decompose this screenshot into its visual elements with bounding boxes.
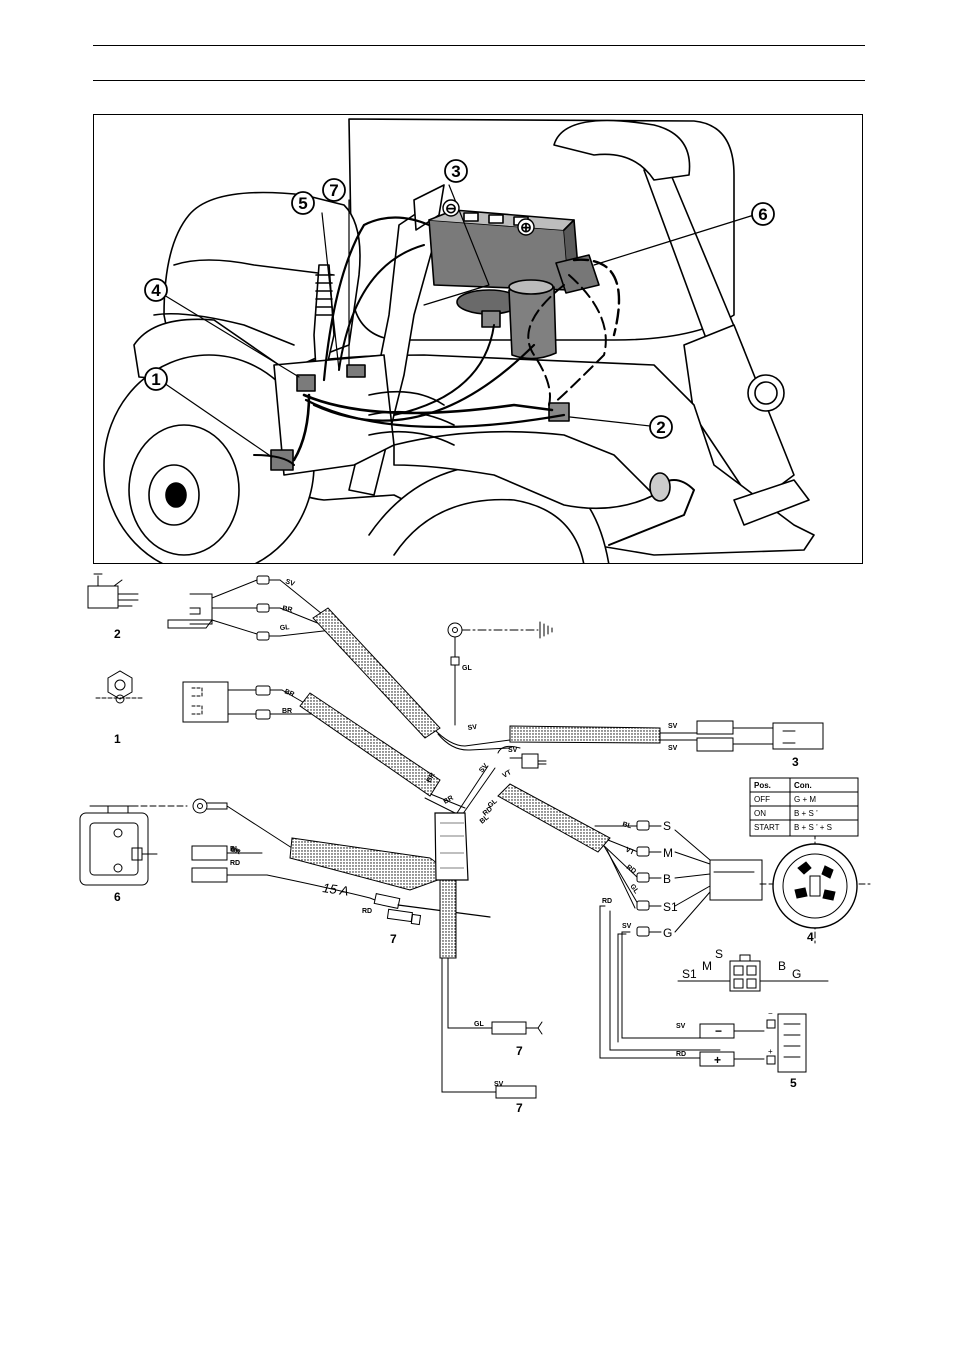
wire-label-vt-2: VT (624, 846, 636, 856)
wire-label-gl-1: GL (280, 624, 291, 632)
wiring-schematic: SV BR GL GL BR BR SV BR SV SV SV SV VT B… (70, 568, 890, 1128)
mower-illustration: ⊖ ⊕ 1 2 3 4 5 6 7 (93, 114, 863, 564)
connector-2 (548, 402, 570, 422)
wire-label-br-1: BR (282, 605, 293, 614)
wire-label-br-4: BR (426, 772, 437, 784)
wire-label-rd-4: RD (625, 864, 637, 876)
harness-sleeve-upper (312, 607, 441, 739)
wire-label-gl-3: GL (628, 883, 640, 896)
position-table (749, 777, 859, 837)
plug-terminal-s: S (715, 947, 723, 961)
table-cell-off-con: G + M (794, 795, 816, 804)
wire-label-br-3: BR (282, 708, 292, 715)
wire-label-bl-1: BL (479, 814, 491, 826)
battery (428, 219, 570, 291)
wire-label-rd-5: RD (602, 898, 612, 905)
wire-label-sv-6: SV (478, 762, 490, 774)
ignition-switch-component-4 (759, 832, 871, 944)
wire-label-sv-1: SV (284, 578, 295, 588)
component-number-7a: 7 (390, 932, 397, 946)
callout-2: 2 (656, 418, 665, 437)
callout-4: 4 (151, 281, 161, 300)
wire-label-bl-3: BL (621, 821, 633, 830)
battery-terminal-plus: + (714, 1053, 721, 1067)
header-rule-top (93, 45, 865, 46)
wire-label-sv-2: SV (467, 724, 478, 732)
wire-label-sv-3: SV (508, 747, 518, 754)
battery-component-5 (766, 1013, 807, 1073)
wire-label-sv-4: SV (668, 723, 678, 730)
callout-6: 6 (758, 205, 767, 224)
callout-3: 3 (451, 162, 460, 181)
wire-label-rd-2: RD (230, 860, 240, 867)
plug-terminal-b: B (778, 959, 786, 973)
wire-label-vt-1: VT (502, 769, 514, 780)
plug-terminal-g: G (792, 967, 801, 981)
switch-plug-diagram (677, 954, 829, 992)
hex-component-1 (95, 670, 145, 704)
ignition-switch (296, 374, 316, 392)
table-header-con: Con. (794, 781, 812, 790)
table-cell-on: ON (754, 809, 766, 818)
plug-terminal-m: M (702, 959, 712, 973)
component-number-4: 4 (807, 930, 814, 944)
wire-label-sv-9: SV (676, 1023, 686, 1030)
callout-7: 7 (329, 181, 338, 200)
wire-label-rd-6: RD (676, 1051, 686, 1058)
terminal-g: G (663, 926, 672, 940)
fuse-label: 15 A (322, 880, 350, 899)
wire-label-br-2: BR (283, 688, 295, 698)
wire-label-rd-1: RD (482, 806, 494, 818)
terminal-s1: S1 (663, 900, 678, 914)
battery-terminal-minus: − (715, 1024, 722, 1038)
steering-wheel (553, 119, 691, 181)
header-rule-bottom (93, 80, 865, 81)
component-number-2: 2 (114, 627, 121, 641)
connector-1 (270, 449, 294, 471)
microswitch-component-2 (87, 573, 139, 609)
relay (555, 254, 600, 294)
component-number-1: 1 (114, 732, 121, 746)
battery-plus-symbol: ⊕ (520, 219, 532, 235)
harness-junction (434, 812, 469, 881)
wire-label-sv-8: SV (494, 1081, 504, 1088)
harness-sleeve-diag (497, 783, 611, 853)
terminal-m: M (663, 846, 673, 860)
wire-label-sv-7: SV (622, 923, 632, 930)
wire-label-sv-5: SV (668, 745, 678, 752)
callout-5: 5 (298, 194, 307, 213)
wire-label-rd-3: RD (362, 908, 372, 915)
battery-minus-symbol: ⊖ (445, 200, 457, 216)
table-cell-start-con: B + S ’ + S (794, 823, 832, 832)
table-cell-off: OFF (754, 795, 770, 804)
component-number-5: 5 (790, 1076, 797, 1090)
plug-terminal-s1: S1 (682, 967, 697, 981)
battery-post-minus: − (768, 1009, 773, 1018)
harness-sleeve-right (509, 725, 661, 744)
wire-label-br-5: BR (443, 795, 455, 806)
terminal-s: S (663, 819, 671, 833)
harness-sleeve-middle (299, 692, 441, 797)
table-cell-on-con: B + S ’ (794, 809, 818, 818)
table-cell-start: START (754, 823, 780, 832)
wire-label-bl-2: BL (230, 846, 240, 853)
component-number-7c: 7 (516, 1101, 523, 1115)
harness-sleeve-lower (289, 837, 442, 891)
wire-label-gl-ground: GL (462, 665, 472, 672)
brand-logo (747, 374, 785, 412)
component-number-3: 3 (792, 755, 799, 769)
relay-component-6 (79, 805, 149, 886)
table-header-pos: Pos. (754, 781, 771, 790)
battery-post-plus: + (768, 1047, 773, 1056)
connector-5 (346, 364, 366, 378)
callout-1: 1 (151, 370, 160, 389)
component-number-6: 6 (114, 890, 121, 904)
wire-label-br-6: BR (229, 846, 241, 856)
terminal-b: B (663, 872, 671, 886)
wire-label-gl-4: GL (474, 1021, 484, 1028)
component-number-7b: 7 (516, 1044, 523, 1058)
harness-sleeve-vertical (439, 869, 457, 959)
